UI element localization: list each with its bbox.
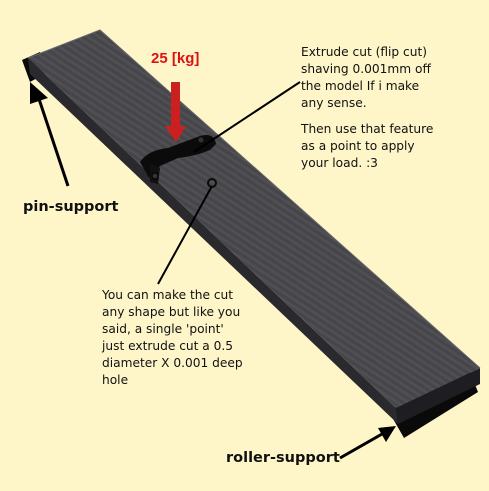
callout-top-line: the model If i make [301, 79, 420, 93]
callout-top-line: Then use that feature [301, 122, 434, 136]
callout-mid-line: hole [102, 373, 129, 387]
clamp-feature-icon [140, 135, 217, 188]
callout-top-line: Extrude cut (flip cut) [301, 45, 427, 59]
callout-mid-line: any shape but like you [102, 305, 241, 319]
callout-mid-line: said, a single 'point' [102, 322, 224, 336]
callout-top-line: as a point to apply [301, 139, 415, 153]
pin-support-arrow-icon [30, 82, 70, 187]
callout-top-line: your load. :3 [301, 156, 378, 170]
beam-end-face [396, 368, 480, 424]
roller-support-arrow-icon [339, 426, 396, 460]
load-arrow-icon [165, 82, 186, 142]
leader-line-top [193, 81, 301, 153]
load-label: 25 [kg] [151, 50, 200, 67]
roller-support-label: roller-support [226, 450, 340, 466]
callout-mid-line: diameter X 0.001 deep [102, 356, 243, 370]
beam-side-face [28, 58, 398, 424]
leader-line-mid [157, 185, 213, 285]
pin-support-label: pin-support [23, 199, 119, 215]
callout-mid-line: just extrude cut a 0.5 [102, 339, 234, 353]
callout-mid: You can make the cut any shape but like … [102, 287, 243, 389]
callout-top-line: any sense. [301, 96, 367, 110]
callout-top: Extrude cut (flip cut) shaving 0.001mm o… [301, 44, 433, 172]
beam-top-face [28, 30, 480, 408]
callout-top-line: shaving 0.001mm off [301, 62, 431, 76]
callout-mid-line: You can make the cut [102, 288, 234, 302]
